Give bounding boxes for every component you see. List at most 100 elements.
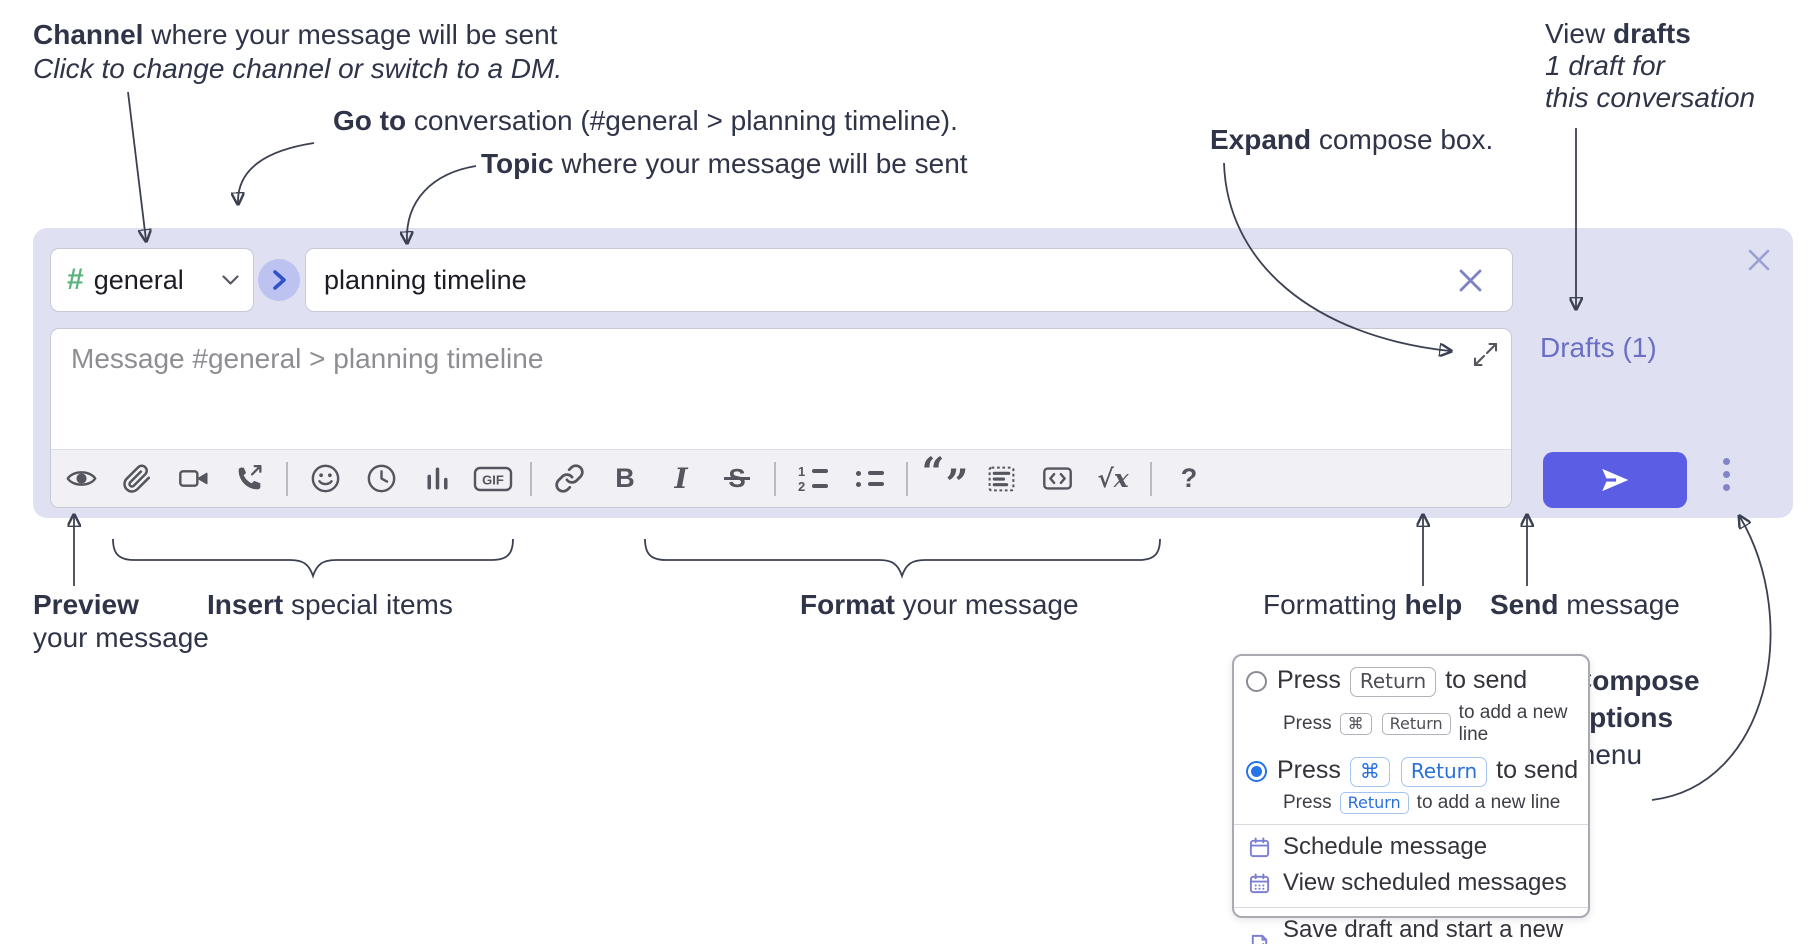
close-compose-button[interactable]	[1745, 246, 1773, 274]
send-icon	[1602, 468, 1629, 492]
menu-divider	[1234, 824, 1588, 825]
link-icon	[554, 464, 584, 493]
expand-icon	[1473, 342, 1498, 367]
compose-options-button[interactable]	[1717, 458, 1735, 491]
go-to-conversation-button[interactable]	[258, 259, 300, 301]
italic-button[interactable]: I	[674, 462, 688, 495]
video-camera-icon	[178, 470, 208, 487]
quote-button[interactable]: “”	[917, 448, 973, 508]
strikethrough-button[interactable]: S	[724, 463, 751, 493]
numbered-list-button[interactable]: 1 2	[785, 456, 841, 502]
annotation-insert: Insert special items	[207, 589, 453, 620]
channel-selector[interactable]: # general	[50, 248, 254, 312]
schedule-time-button[interactable]	[353, 456, 409, 502]
code-button[interactable]	[1029, 456, 1085, 502]
annotation-compose-options: Compose options menu	[1572, 665, 1700, 770]
annotation-preview: Preview your message	[33, 589, 209, 653]
annotation-formatting-help: Formatting help	[1263, 589, 1463, 620]
option-cmd-return-hint: Press Return to add a new line	[1283, 792, 1561, 814]
menu-item-schedule-message[interactable]: Schedule message	[1234, 825, 1588, 861]
topic-input[interactable]	[306, 264, 1449, 296]
dot	[1722, 471, 1730, 478]
smiley-icon	[311, 464, 339, 493]
radio-unselected[interactable]	[1246, 671, 1267, 692]
eye-icon	[66, 471, 96, 486]
menu-divider	[1234, 907, 1588, 908]
bold-button[interactable]: B	[615, 463, 635, 493]
brace-format	[644, 538, 1161, 579]
toolbar-divider	[530, 461, 532, 496]
toolbar-divider	[906, 461, 908, 496]
bar-chart-icon	[426, 467, 448, 490]
gif-button[interactable]: GIF	[465, 456, 521, 502]
message-input[interactable]	[51, 329, 1511, 447]
topic-input-box	[305, 248, 1513, 312]
bulleted-list-button[interactable]	[841, 456, 897, 502]
compose-box: # general	[33, 228, 1793, 518]
menu-item-view-scheduled[interactable]: View scheduled messages	[1234, 861, 1588, 897]
poll-button[interactable]	[409, 456, 465, 502]
channel-name: general	[93, 264, 184, 295]
bulleted-list-icon	[854, 470, 884, 487]
annotation-topic: Topic where your message will be sent	[481, 148, 968, 179]
dot	[1722, 458, 1730, 465]
drafts-link[interactable]: Drafts (1)	[1540, 332, 1657, 363]
message-formatting-help-button[interactable]: ?	[1180, 463, 1198, 493]
clock-icon	[367, 464, 395, 493]
attach-file-button[interactable]	[109, 456, 165, 502]
svg-text:GIF: GIF	[482, 472, 504, 487]
link-button[interactable]	[541, 456, 597, 502]
arrow-go-to	[238, 142, 315, 203]
return-key: Return	[1349, 667, 1437, 697]
clear-topic-button[interactable]	[1457, 267, 1484, 294]
toolbar-divider	[1150, 461, 1152, 496]
annotation-view-drafts: View drafts 1 draft for this conversatio…	[1545, 18, 1756, 113]
compose-options-popup: Press Return to send Press ⌘ Return to a…	[1232, 654, 1590, 944]
menu-item-save-draft[interactable]: Save draft and start a new message	[1234, 908, 1588, 944]
annotation-send: Send message	[1490, 589, 1680, 620]
spoiler-icon	[988, 466, 1014, 492]
chevron-right-icon	[273, 270, 286, 290]
calendar-grid-icon	[1248, 872, 1271, 895]
option-return-hint: Press ⌘ Return to add a new line	[1283, 702, 1568, 745]
arrow-channel	[127, 91, 146, 240]
video-call-button[interactable]	[165, 456, 221, 502]
return-key: Return	[1339, 792, 1409, 814]
chevron-down-icon	[222, 274, 239, 285]
compose-toolbar: GIF B I	[51, 449, 1511, 507]
brace-insert	[112, 538, 514, 579]
expand-compose-button[interactable]	[1472, 341, 1499, 373]
draft-document-icon	[1248, 933, 1271, 944]
option-cmd-return-to-send[interactable]: Press ⌘ Return to send	[1234, 746, 1588, 787]
message-compose-area: GIF B I	[50, 328, 1512, 508]
code-icon	[1042, 467, 1072, 490]
emoji-button[interactable]	[297, 456, 353, 502]
channel-hash-icon: #	[67, 263, 84, 296]
phone-call-icon	[238, 464, 261, 490]
spoiler-button[interactable]	[973, 456, 1029, 502]
gif-icon: GIF	[473, 466, 513, 491]
annotation-go-to: Go to conversation (#general > planning …	[333, 105, 958, 136]
return-key: Return	[1381, 713, 1451, 735]
close-icon	[1748, 249, 1770, 271]
toolbar-divider	[286, 461, 288, 496]
paperclip-icon	[123, 464, 151, 493]
voice-call-button[interactable]	[221, 456, 277, 502]
calendar-icon	[1248, 836, 1271, 859]
annotation-format: Format your message	[800, 589, 1079, 620]
cmd-key: ⌘	[1349, 757, 1390, 787]
math-button[interactable]: √x	[1097, 464, 1129, 493]
preview-button[interactable]	[53, 456, 109, 502]
close-icon	[1459, 269, 1482, 291]
return-key: Return	[1400, 757, 1488, 787]
option-return-to-send[interactable]: Press Return to send	[1234, 656, 1588, 697]
radio-selected[interactable]	[1246, 761, 1267, 782]
quote-icon: “”	[921, 448, 969, 508]
annotation-expand: Expand compose box.	[1210, 124, 1494, 155]
annotation-channel: Channel where your message will be sent …	[33, 19, 563, 84]
dot	[1722, 484, 1730, 491]
send-button[interactable]	[1543, 452, 1687, 508]
cmd-key: ⌘	[1339, 713, 1372, 735]
toolbar-divider	[774, 461, 776, 496]
